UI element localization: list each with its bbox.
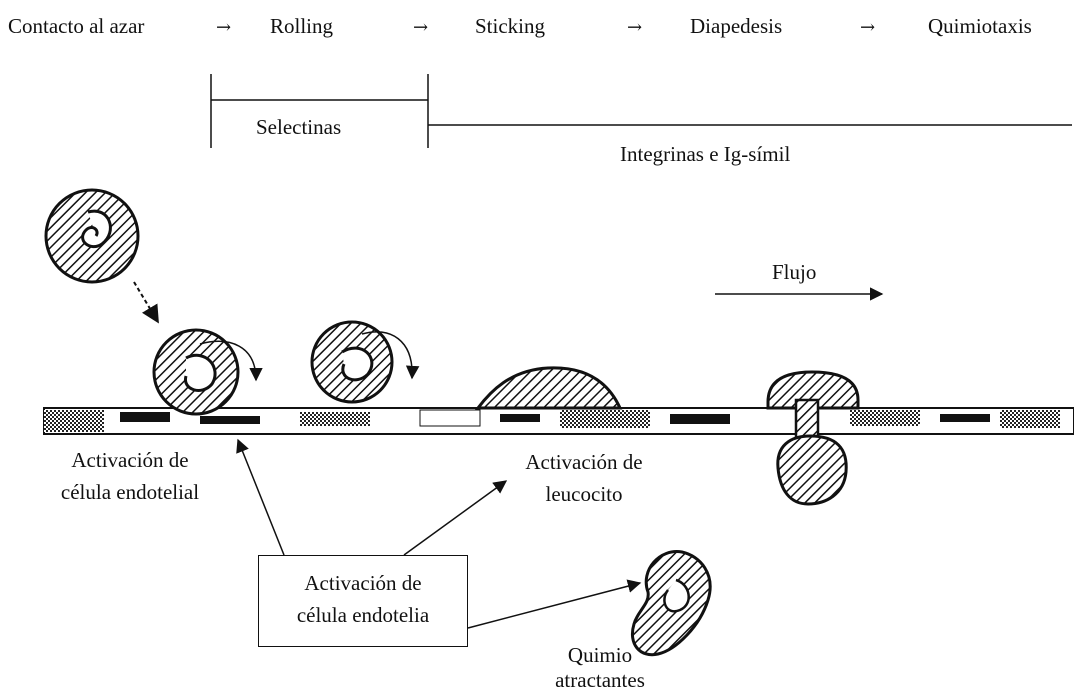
pointer-to-leucocito — [404, 481, 506, 555]
quimio-label-line2: atractantes — [520, 668, 680, 692]
endotelial-label-line2: célula endotelial — [30, 480, 230, 504]
approach-arrow — [134, 282, 158, 322]
box-label-line1: Activación de — [259, 568, 467, 598]
free-leukocyte — [46, 190, 138, 282]
chemoattractant-blob — [632, 552, 710, 655]
flujo-label: Flujo — [772, 260, 816, 284]
endothelial-activation-box: Activación de célula endotelia — [258, 555, 468, 647]
rolling-leukocyte-1 — [154, 330, 256, 414]
pointer-to-endothelium — [238, 440, 284, 555]
leucocito-label-line1: Activación de — [494, 450, 674, 474]
box-label-line2: célula endotelia — [259, 600, 467, 630]
sticking-leukocyte — [478, 368, 620, 408]
pointer-to-chemoattractant — [468, 583, 640, 628]
leucocito-label-line2: leucocito — [494, 482, 674, 506]
diapedesis-leukocyte — [768, 372, 858, 504]
quimio-label-line1: Quimio — [520, 643, 680, 667]
endotelial-label-line1: Activación de — [30, 448, 230, 472]
selectinas-bracket — [211, 74, 428, 148]
rolling-leukocyte-2 — [312, 322, 412, 402]
